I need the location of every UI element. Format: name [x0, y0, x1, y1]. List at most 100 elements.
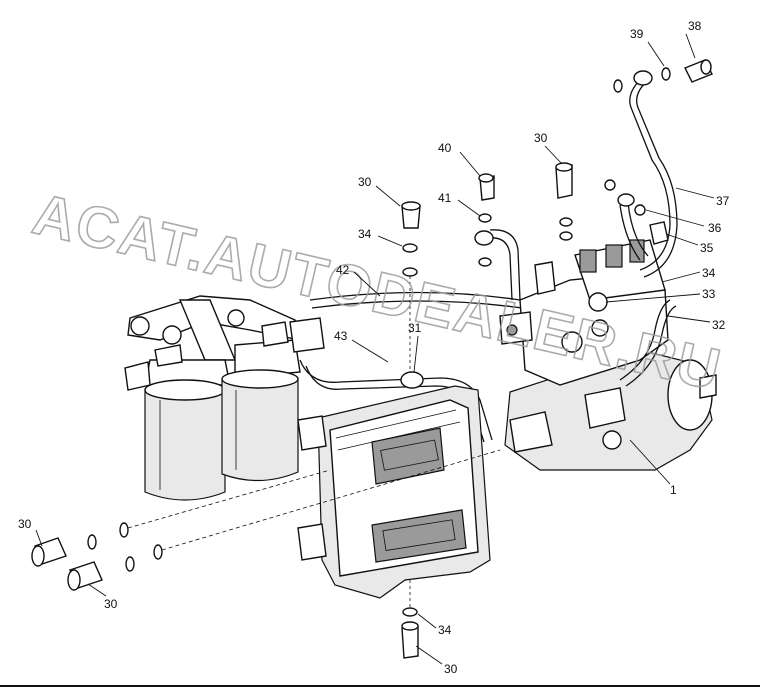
ecu-fin-1 [335, 409, 457, 439]
leak-off-pipe-37-a [629, 79, 671, 271]
assembly-axis-b [161, 449, 501, 551]
washer-39-b [613, 79, 623, 93]
leader-30-top [375, 185, 401, 207]
washer-34-bottom [402, 607, 418, 617]
washer-41-a [478, 213, 492, 223]
leader-37 [675, 187, 715, 199]
callout-43: 43 [334, 329, 348, 343]
rail-valve-1 [579, 249, 597, 273]
callout-34-bottom: 34 [438, 623, 452, 637]
leader-41 [457, 199, 481, 217]
callout-30-top: 30 [358, 175, 372, 189]
ecu-connector-lower-pins [382, 519, 456, 551]
washer-30-a1 [87, 534, 97, 550]
pipe-branch-a [619, 204, 641, 261]
leader-40 [459, 151, 481, 177]
fasteners [31, 162, 573, 659]
filter-head-cap-left [154, 344, 183, 367]
leader-30-rail [544, 145, 563, 165]
rail-valve-3 [629, 239, 645, 263]
fuel-line-42-upper [309, 291, 521, 301]
callout-41: 41 [438, 191, 452, 205]
bolt-30-bottom-head [401, 621, 419, 631]
banjo-bolt-30-top-head [401, 201, 421, 211]
filter-canister-right [221, 377, 299, 482]
callout-30-left-b: 30 [104, 597, 118, 611]
bolt-35 [649, 221, 669, 245]
ecu-connector-upper-pins [380, 439, 439, 471]
callout-35: 35 [700, 241, 714, 255]
leader-42 [353, 271, 381, 297]
leader-34-top [377, 235, 403, 247]
bolt-30-rail-head [555, 162, 573, 172]
washer-30-a2 [119, 522, 129, 538]
pipe-branch-b [627, 202, 649, 257]
pump-drive-shaft [699, 374, 717, 399]
washer-rail-b [559, 231, 573, 241]
bolt-30-lower-left-b-head [67, 569, 81, 591]
pump-side-pipe-b [625, 305, 677, 387]
callout-34-right: 34 [702, 266, 716, 280]
pump-inlet-port [506, 324, 518, 336]
washer-34-top-a [402, 243, 418, 253]
callout-34-top: 34 [358, 227, 372, 241]
leader-lines [35, 33, 715, 665]
ecu-module [297, 371, 491, 599]
callout-30-left-a: 30 [18, 517, 32, 531]
callout-40: 40 [438, 141, 452, 155]
bracket-bolt-left [130, 316, 150, 336]
leader-34-right [661, 271, 701, 283]
leak-off-pipe-assembly [604, 59, 713, 278]
leak-off-pipe-37-b [636, 81, 678, 278]
leader-30-lower-left-b [87, 583, 107, 597]
pump-side-pipe-a [619, 299, 671, 381]
ecu-mount-bottom-left [297, 523, 327, 561]
callout-30-rail: 30 [534, 131, 548, 145]
callout-42: 42 [336, 263, 350, 277]
callout-39: 39 [630, 27, 644, 41]
washer-30-b2 [153, 544, 163, 560]
banjo-eye-41 [474, 230, 494, 246]
bracket-bolt-mid [162, 325, 182, 345]
callout-38: 38 [688, 19, 702, 33]
pump-fitting-mid [591, 319, 609, 337]
assembly-axis-a [127, 469, 331, 529]
filter-canister-left-top [144, 379, 226, 401]
ecu-top-fitting [400, 371, 424, 389]
leader-43 [351, 339, 389, 363]
pump-solenoid [584, 387, 626, 429]
callout-1: 1 [670, 483, 677, 497]
washer-rail-a [559, 217, 573, 227]
leader-36 [645, 209, 705, 227]
pump-plug [602, 430, 622, 450]
leader-1 [629, 439, 671, 485]
leader-34-bottom [417, 613, 437, 629]
bolt-30-bottom [401, 625, 419, 659]
pipe-eye-fitting [633, 70, 653, 86]
washer-41-b [478, 257, 492, 267]
leader-32 [667, 315, 711, 323]
leader-38 [685, 33, 696, 59]
callout-31: 31 [408, 321, 422, 335]
leader-39 [647, 41, 665, 67]
filter-canister-left [144, 389, 226, 501]
callout-32: 32 [712, 318, 726, 332]
filter-canister-right-top [221, 369, 299, 389]
leader-30-lower-left-a [35, 529, 43, 547]
rail-valve-2 [605, 244, 623, 268]
filter-outlet-fitting [289, 317, 325, 353]
injection-pump [499, 239, 717, 471]
filter-head-cap-right [261, 321, 289, 347]
rail-sensor [534, 261, 556, 295]
branch-eye-fitting [617, 193, 635, 207]
pump-lower-valve [509, 411, 553, 453]
washer-30-b1 [125, 556, 135, 572]
ecu-mount-top-left [297, 415, 327, 451]
washer-36-a [604, 179, 616, 191]
callout-labels: 38 39 30 40 30 41 37 36 34 35 34 42 33 3… [18, 19, 730, 676]
fuel-line-rail-feed-a [489, 229, 521, 301]
filter-side-fitting [124, 361, 151, 391]
hollow-bolt-38-head [700, 59, 712, 75]
leader-35 [665, 233, 699, 246]
